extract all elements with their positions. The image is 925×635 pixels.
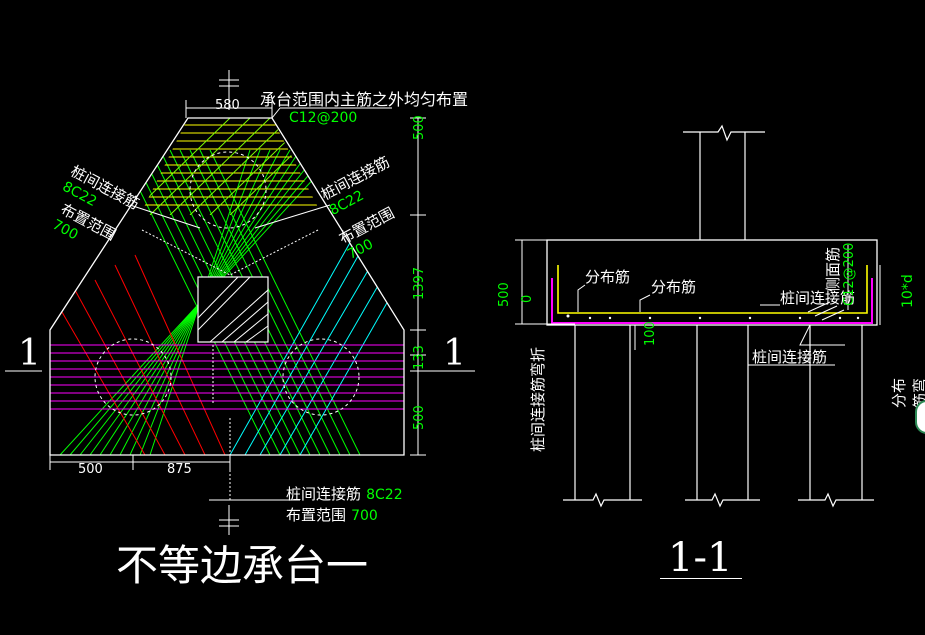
label-bend-len: 10*d <box>900 274 916 308</box>
section-mark-left: 1 <box>18 333 41 374</box>
bottom-connect-label: 桩间连接筋 8C22 布置范围 700 <box>286 484 403 526</box>
red-diagonal-rebar <box>54 254 226 455</box>
pile-left <box>94 338 172 416</box>
dim-height: 500 <box>497 282 512 307</box>
bottom-range-title: 布置范围 <box>286 506 347 524</box>
dim-right-1: 500 <box>412 115 427 140</box>
dim-100: 100 <box>643 321 658 346</box>
caption-right: 1-1 <box>668 535 733 581</box>
section-mark-right: 1 <box>443 333 466 374</box>
dim-right-3: 133 <box>412 345 427 370</box>
dim-right-2: 1397 <box>412 266 427 300</box>
dim-bottom-1: 500 <box>78 462 103 477</box>
top-note: 承台范围内主筋之外均匀布置 <box>260 90 469 109</box>
dim-bottom-2: 875 <box>167 462 192 477</box>
pile-right <box>282 338 360 416</box>
pile-cap-plan <box>5 70 475 535</box>
axis-marks <box>5 70 475 535</box>
column-hatch <box>197 276 269 343</box>
dim-right-4: 500 <box>412 405 427 430</box>
label-connect-bend: 桩间连接筋弯折 <box>529 346 547 452</box>
dim-zero: 0 <box>520 294 535 303</box>
cap-section-outline <box>546 239 878 326</box>
bottom-connect-spec: 8C22 <box>366 487 403 503</box>
magenta-rebar <box>551 278 873 324</box>
caption-right-underline <box>660 578 742 579</box>
yellow-rebar <box>557 265 868 314</box>
caption-left: 不等边承台一 <box>116 541 369 590</box>
label-side-rebar: 侧面筋 <box>824 246 842 292</box>
top-rebar-spec: C12@200 <box>289 110 358 126</box>
bottom-connect-title: 桩间连接筋 <box>286 485 362 503</box>
dim-top-width: 580 <box>215 98 240 113</box>
top-yellow-green-hatch <box>140 118 322 215</box>
section-leaders <box>515 239 881 366</box>
column-outline <box>197 276 269 343</box>
magenta-bottom-rebar <box>50 344 404 410</box>
rebar-dots <box>566 314 860 320</box>
label-connect-1: 桩间连接筋 <box>780 289 856 307</box>
label-distribution-2: 分布筋 <box>651 278 697 296</box>
bottom-range-value: 700 <box>351 508 378 524</box>
leader-lines <box>129 107 392 229</box>
section-1-1 <box>515 124 881 508</box>
pile-top <box>189 151 267 229</box>
label-connect-2: 桩间连接筋 <box>752 348 828 366</box>
dimension-lines <box>49 100 426 501</box>
pile-sections <box>563 325 874 508</box>
label-distribution-1: 分布筋 <box>585 268 631 286</box>
label-side-spec: C12@200 <box>842 242 857 306</box>
edge-button[interactable] <box>915 400 925 434</box>
